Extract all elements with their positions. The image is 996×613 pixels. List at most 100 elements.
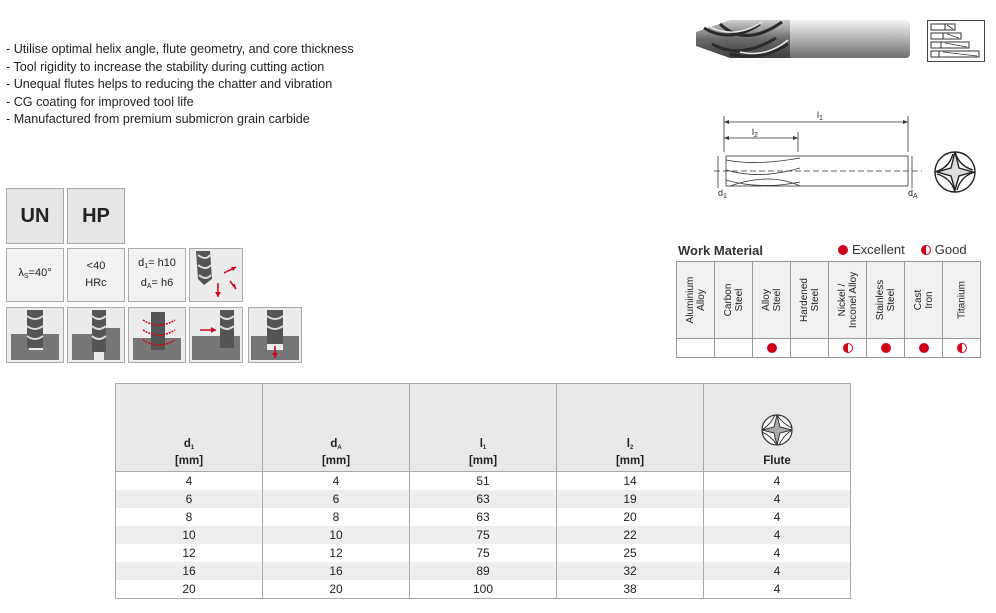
table-cell: 38 — [556, 580, 704, 599]
material-label-line: Stainless — [874, 279, 886, 321]
table-cell: 20 — [262, 580, 410, 599]
column-header-label: l1 — [410, 438, 556, 455]
column-header-subscript: 1 — [190, 445, 195, 451]
feature-item: - Tool rigidity to increase the stabilit… — [6, 59, 325, 74]
column-header: dA [mm] — [262, 383, 410, 472]
column-header: l1[mm] — [409, 383, 557, 472]
table-cell: 19 — [556, 490, 704, 508]
column-header-subscript: A — [337, 445, 342, 451]
material-label-line: Steel — [809, 288, 821, 312]
column-header-unit: [mm] — [321, 455, 351, 467]
helix-angle-cell: λS=40° — [6, 248, 64, 302]
excellent-dot-icon — [918, 342, 929, 353]
material-label-line: Alloy — [760, 289, 772, 311]
tol-da-value: = h6 — [151, 277, 174, 289]
table-cell: 8 — [115, 508, 263, 526]
slotting-icon — [6, 307, 64, 363]
excellent-dot-icon — [880, 342, 891, 353]
ramping-icon — [128, 307, 186, 363]
good-dot-icon — [920, 244, 931, 255]
work-material-title: Work Material — [678, 243, 764, 258]
table-cell: 8 — [262, 508, 410, 526]
feature-list: - Utilise optimal helix angle, flute geo… — [6, 41, 354, 129]
column-header-symbol: d — [183, 438, 191, 450]
table-cell: 51 — [409, 471, 557, 490]
material-label-line: Steel — [733, 288, 745, 312]
table-cell: 25 — [556, 544, 704, 562]
flute-count-chart-icon — [927, 20, 985, 62]
column-header-unit: [mm] — [615, 455, 645, 467]
table-cell: 4 — [262, 471, 410, 490]
column-header-label: d1 — [116, 438, 262, 455]
legend-excellent: Excellent — [852, 242, 905, 257]
helix-value: =40° — [28, 267, 52, 279]
table-cell: 16 — [262, 562, 410, 580]
material-header-cell: Nickel /Inconel Alloy — [828, 261, 867, 339]
column-header-subscript: 2 — [629, 445, 634, 451]
excellent-dot-icon — [766, 342, 777, 353]
table-cell: 6 — [262, 490, 410, 508]
material-rating-cell — [714, 338, 753, 358]
table-cell: 6 — [115, 490, 263, 508]
helix-symbol: λ — [18, 267, 24, 279]
column-header-unit: [mm] — [174, 455, 204, 467]
hp-badge: HP — [67, 188, 125, 244]
tol-d1: d — [138, 257, 145, 269]
table-cell: 75 — [409, 526, 557, 544]
tolerance-cell: d1= h10 dA= h6 — [128, 248, 186, 302]
material-label-line: Steel — [771, 288, 783, 312]
cutting-direction-icon — [189, 248, 243, 302]
material-label-line: Cast — [912, 289, 924, 311]
table-cell: 10 — [115, 526, 263, 544]
da-label: d — [908, 188, 914, 198]
table-cell: 12 — [262, 544, 410, 562]
material-label-line: Iron — [923, 291, 935, 309]
d1-label: d — [718, 188, 724, 198]
material-label-line: Alloy — [695, 289, 707, 311]
tol-d1-value: = h10 — [148, 257, 176, 269]
column-header: l2[mm] — [556, 383, 704, 472]
feature-item: - Utilise optimal helix angle, flute geo… — [6, 42, 354, 56]
column-header-unit: [mm] — [468, 455, 498, 467]
column-header-symbol: d — [330, 438, 338, 450]
hardness-value: <40 — [86, 260, 106, 272]
table-cell: 63 — [409, 508, 557, 526]
table-cell: 75 — [409, 544, 557, 562]
material-header-cell: Titanium — [942, 261, 981, 339]
column-header: Flute — [703, 383, 851, 472]
column-header-label: l2 — [557, 438, 703, 455]
material-rating-cell — [866, 338, 905, 358]
l1-label: l — [817, 110, 819, 120]
material-rating-cell — [828, 338, 867, 358]
material-rating-cell — [752, 338, 791, 358]
column-header: d1[mm] — [115, 383, 263, 472]
table-cell: 63 — [409, 490, 557, 508]
rating-legend: Excellent Good — [838, 242, 967, 257]
table-cell: 22 — [556, 526, 704, 544]
hardness-cell: <40 HRc — [67, 248, 125, 302]
material-label: Nickel /Inconel Alloy — [837, 272, 859, 328]
table-cell: 4 — [703, 471, 851, 490]
helix-sub: S — [23, 273, 29, 280]
material-label-line: Steel — [885, 288, 897, 312]
un-badge: UN — [6, 188, 64, 244]
l2-label: l — [752, 127, 754, 137]
tol-da-sub: A — [146, 283, 152, 290]
table-cell: 20 — [115, 580, 263, 599]
table-cell: 10 — [262, 526, 410, 544]
